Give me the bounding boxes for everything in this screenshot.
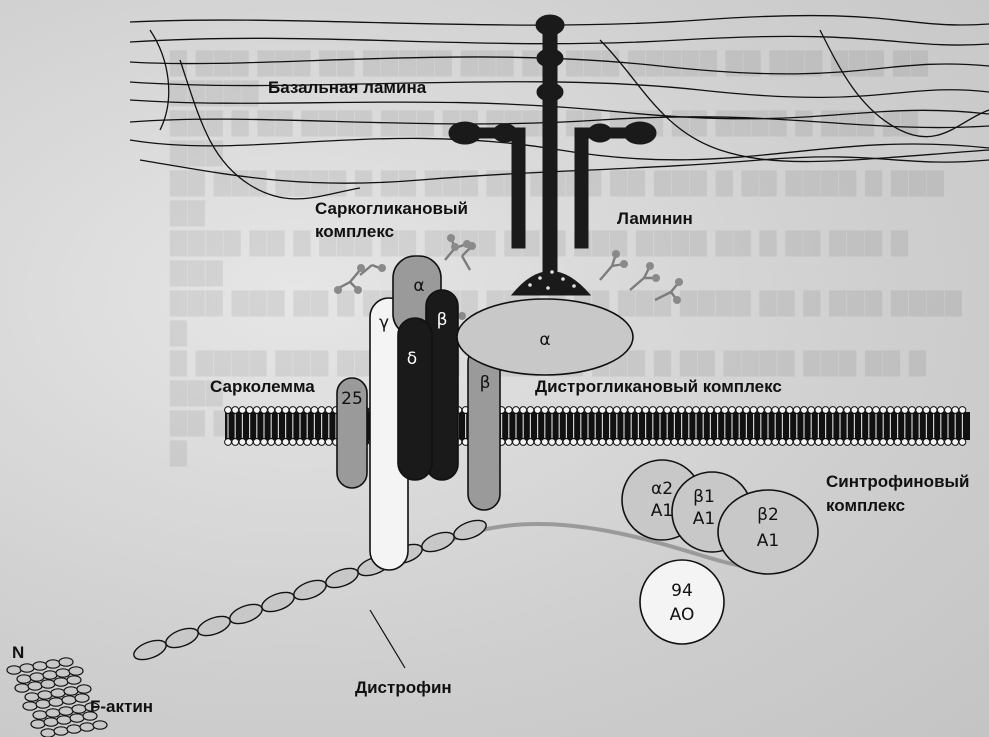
actin-monomer [36,700,50,708]
actin-monomer [33,662,47,670]
actin-monomer [15,684,29,692]
basal-lamina-fibers [130,16,989,199]
actin-monomer [25,693,39,701]
dystroglycan-label: Дистрогликановый комплекс [535,377,782,396]
actin-monomer [38,691,52,699]
dystrophin-repeat [259,589,296,616]
dystrophin-repeat [131,637,168,664]
actin-monomer [75,694,89,702]
actin-monomer [72,705,86,713]
syntrophin-label-line1: Синтрофиновый [826,472,970,491]
dbp-line1: 94 [671,581,693,601]
actin-monomer [31,720,45,728]
actin-monomer [62,696,76,704]
actin-monomer [59,707,73,715]
actin-monomer [80,723,94,731]
syntrophin-label-line2: комплекс [826,496,905,515]
actin-monomer [43,671,57,679]
s3-line1: β2 [757,505,779,525]
s1-line1: α2 [651,479,673,499]
actin-monomer [93,721,107,729]
actin-monomer [20,664,34,672]
dystrophin-repeat [163,625,200,652]
actin-monomer [67,725,81,733]
actin-monomer [33,711,47,719]
dbp-line2: AO [670,605,695,625]
actin-monomer [56,669,70,677]
actin-monomer [23,702,37,710]
sarcoglycan-label-line2: комплекс [315,222,394,241]
dystrophin-repeat [227,601,264,628]
dystroglycan-complex: α β [457,299,633,510]
actin-monomer [46,709,60,717]
actin-monomer [41,729,55,737]
actin-monomer [67,676,81,684]
alpha-sg-label: α [413,276,424,296]
s2-line1: β1 [693,487,715,507]
basal-lamina-label: Базальная ламина [268,78,427,97]
dystrophin-repeat [291,577,328,604]
laminin-label: Ламинин [617,209,693,228]
s1-line2: A1 [651,501,673,521]
actin-monomer [49,698,63,706]
syntrophin-complex: α2 A1 β1 A1 β2 A1 94 AO [622,460,818,644]
actin-monomer [17,675,31,683]
actin-monomer [64,687,78,695]
beta-sg-label: β [437,310,448,330]
beta-dg-label: β [480,373,491,393]
actin-monomer [54,727,68,735]
sarcoglycan-complex: α γ β δ 25 [337,256,458,570]
actin-monomer [51,689,65,697]
actin-monomer [57,716,71,724]
dystrobrevin [640,560,724,644]
sarcospan-label: 25 [341,389,363,409]
actin-monomer [59,658,73,666]
n-terminus-label: N [12,643,24,662]
sarcolemma-label: Сарколемма [210,377,315,396]
delta-sarcoglycan [398,318,432,480]
s2-line2: A1 [693,509,715,529]
actin-monomer [46,660,60,668]
f-actin-label: F-актин [90,697,153,716]
dystrophin-repeat [419,529,456,556]
actin-monomer [41,680,55,688]
actin-monomer [70,714,84,722]
dystrophin-repeat [451,517,488,544]
actin-monomer [30,673,44,681]
dystrophin-label: Дистрофин [355,678,452,697]
actin-monomer [7,666,21,674]
delta-sg-label: δ [407,349,417,369]
dystrophin-repeat [323,565,360,592]
s3-line2: A1 [757,531,779,551]
gamma-sg-label: γ [379,313,389,333]
actin-monomer [54,678,68,686]
actin-monomer [44,718,58,726]
actin-monomer [69,667,83,675]
dystrophin-repeat [195,613,232,640]
alpha-dg-label: α [539,330,550,350]
beta-dystroglycan [468,346,500,510]
actin-monomer [28,682,42,690]
sarcoglycan-label-line1: Саркогликановый [315,199,468,218]
actin-monomer [77,685,91,693]
